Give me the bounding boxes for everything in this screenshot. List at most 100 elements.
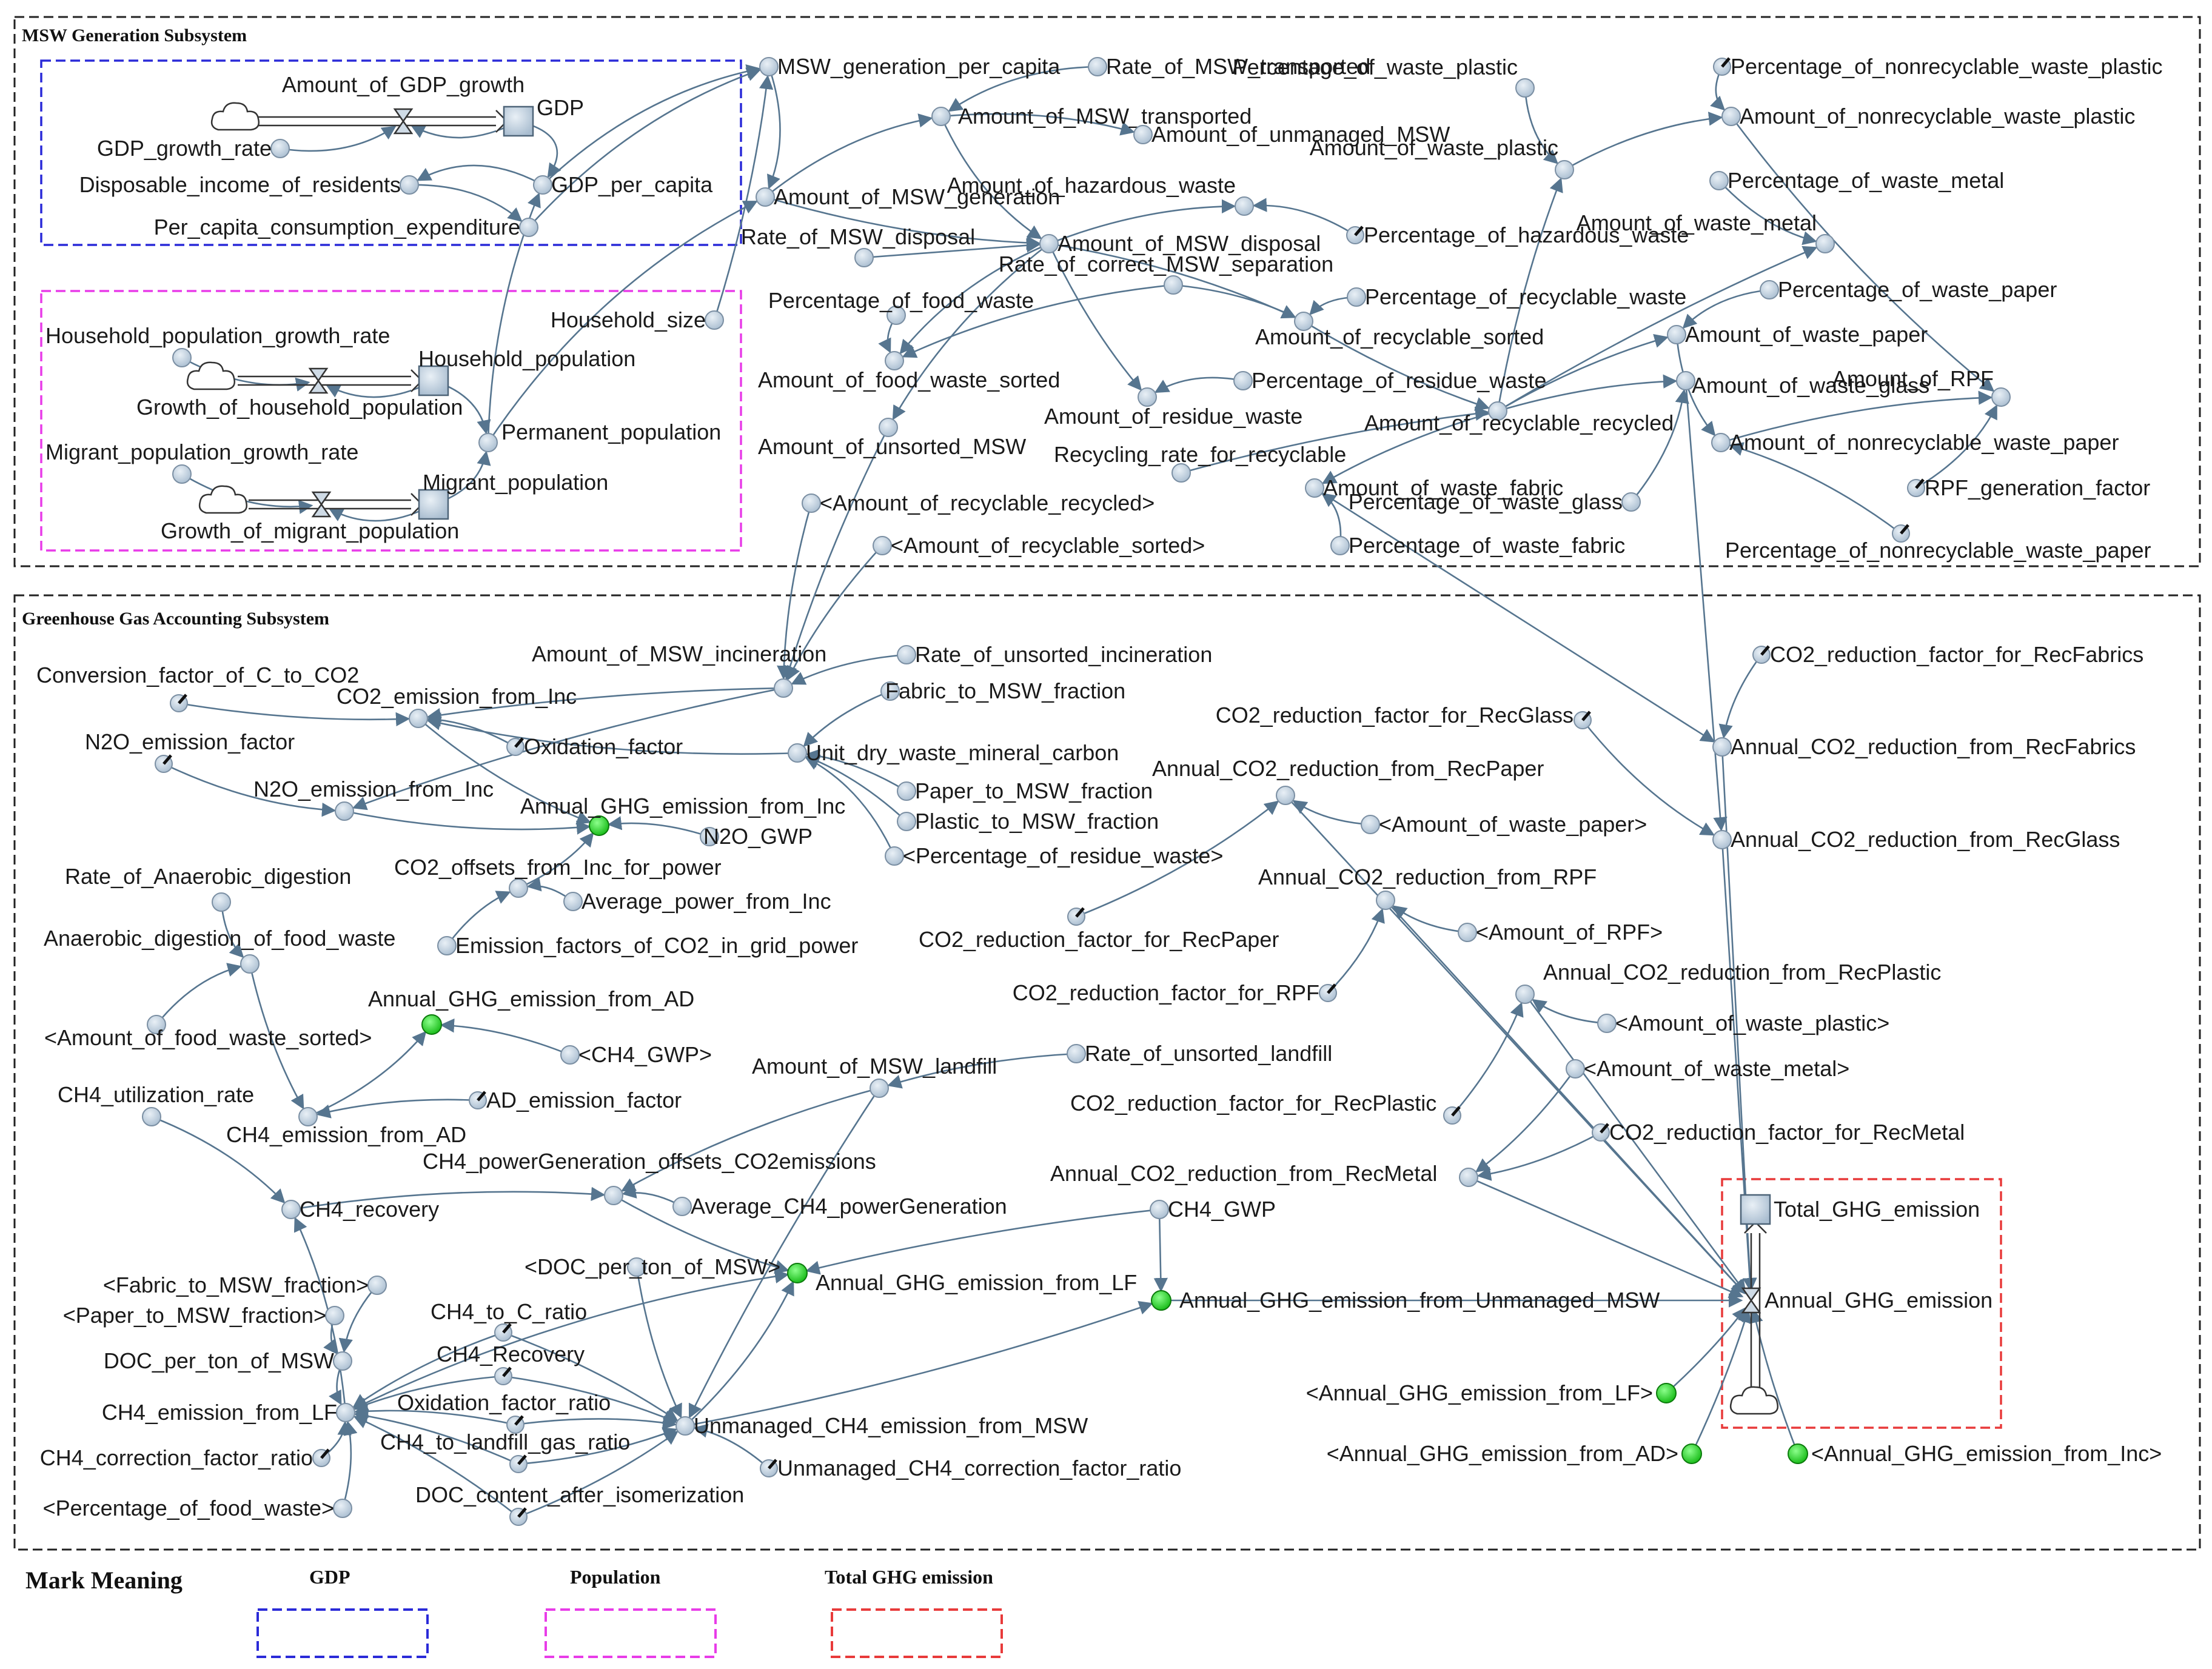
- node-annual-ghg-lf[interactable]: Annual_GHG_emission_from_LF: [787, 1263, 1137, 1295]
- node-msw-generation-per-capita[interactable]: MSW_generation_per_capita: [759, 54, 1061, 79]
- node-pct-waste-paper[interactable]: Percentage_of_waste_paper: [1760, 277, 2057, 302]
- node-unit-dry-waste[interactable]: Unit_dry_waste_mineral_carbon: [788, 740, 1119, 765]
- node-amount-msw-disposal[interactable]: Amount_of_MSW_disposal: [1039, 231, 1321, 256]
- node-ad-emission-factor[interactable]: AD_emission_factor: [469, 1088, 682, 1112]
- node-annual-red-recpaper[interactable]: Annual_CO2_reduction_from_RecPaper: [1152, 756, 1544, 805]
- node-n2o-emission-inc[interactable]: N2O_emission_from_Inc: [253, 777, 494, 821]
- node-amount-msw-landfill[interactable]: Amount_of_MSW_landfill: [752, 1054, 997, 1098]
- node-shadow-paper-fraction[interactable]: <Paper_to_MSW_fraction>: [63, 1303, 344, 1328]
- node-ch4-emission-ad[interactable]: CH4_emission_from_AD: [226, 1107, 466, 1147]
- node-pct-waste-glass[interactable]: Percentage_of_waste_glass: [1349, 489, 1641, 514]
- node-amount-unmanaged-msw[interactable]: Amount_of_unmanaged_MSW: [1133, 122, 1450, 147]
- node-amount-waste-paper[interactable]: Amount_of_waste_paper: [1667, 322, 1928, 347]
- node-pct-waste-fabric[interactable]: Percentage_of_waste_fabric: [1330, 533, 1625, 558]
- node-amount-unsorted[interactable]: Amount_of_unsorted_MSW: [758, 418, 1026, 459]
- node-conversion-factor[interactable]: Conversion_factor_of_C_to_CO2: [36, 663, 359, 712]
- node-n2o-gwp[interactable]: N2O_GWP: [700, 824, 813, 849]
- node-amount-waste-metal[interactable]: Amount_of_waste_metal: [1577, 210, 1835, 253]
- node-annual-red-recglass[interactable]: Annual_CO2_reduction_from_RecGlass: [1712, 827, 2120, 852]
- node-growth-household-pop[interactable]: Growth_of_household_population: [136, 367, 463, 420]
- node-amount-waste-plastic[interactable]: Amount_of_waste_plastic: [1310, 135, 1574, 179]
- node-annual-ghg-ad[interactable]: Annual_GHG_emission_from_AD: [368, 986, 694, 1035]
- node-unmanaged-ch4[interactable]: Unmanaged_CH4_emission_from_MSW: [675, 1413, 1088, 1438]
- node-recycling-rate[interactable]: Recycling_rate_for_recyclable: [1054, 442, 1346, 483]
- node-co2-red-recfabrics[interactable]: CO2_reduction_factor_for_RecFabrics: [1752, 642, 2143, 667]
- node-amount-rpf[interactable]: Amount_of_RPF: [1832, 366, 2011, 407]
- node-co2-red-recmetal[interactable]: CO2_reduction_factor_for_RecMetal: [1592, 1120, 1965, 1145]
- node-pct-hazardous[interactable]: Percentage_of_hazardous_waste: [1346, 222, 1689, 247]
- node-amount-gdp-growth[interactable]: Amount_of_GDP_growth: [282, 72, 525, 135]
- node-pct-residue[interactable]: Percentage_of_residue_waste: [1233, 368, 1546, 393]
- node-shadow-doc-per-ton[interactable]: <DOC_per_ton_of_MSW>: [525, 1254, 780, 1279]
- node-pct-waste-plastic[interactable]: Percentage_of_waste_plastic: [1233, 55, 1535, 98]
- node-rate-msw-transported[interactable]: Rate_of_MSW_transported: [1088, 54, 1370, 79]
- node-pct-recyclable[interactable]: Percentage_of_recyclable_waste: [1347, 284, 1686, 309]
- node-shadow-ghg-inc[interactable]: <Annual_GHG_emission_from_Inc>: [1788, 1441, 2162, 1466]
- node-shadow-waste-paper[interactable]: <Amount_of_waste_paper>: [1361, 812, 1647, 837]
- node-fabric-fraction[interactable]: Fabric_to_MSW_fraction: [880, 678, 1125, 703]
- node-household-population[interactable]: Household_population: [418, 346, 635, 396]
- node-amount-msw-transported[interactable]: Amount_of_MSW_transported: [931, 104, 1252, 129]
- node-annual-ghg-inc[interactable]: Annual_GHG_emission_from_Inc: [520, 794, 845, 836]
- node-rate-anaerobic[interactable]: Rate_of_Anaerobic_digestion: [65, 864, 351, 912]
- node-co2-red-rpf[interactable]: CO2_reduction_factor_for_RPF: [1013, 980, 1337, 1005]
- node-pct-nonrec-paper[interactable]: Percentage_of_nonrecyclable_waste_paper: [1725, 524, 2151, 563]
- node-shadow-pct-residue[interactable]: <Percentage_of_residue_waste>: [885, 843, 1223, 868]
- node-ad-food-waste[interactable]: Anaerobic_digestion_of_food_waste: [44, 926, 395, 974]
- node-amount-recyclable-sorted[interactable]: Amount_of_recyclable_sorted: [1255, 312, 1544, 349]
- node-annual-red-rpf[interactable]: Annual_CO2_reduction_from_RPF: [1258, 865, 1597, 910]
- node-rate-unsorted-incineration[interactable]: Rate_of_unsorted_incineration: [897, 642, 1212, 667]
- node-disposable-income[interactable]: Disposable_income_of_residents: [79, 172, 419, 197]
- node-ch4-recovery2[interactable]: CH4_Recovery: [437, 1342, 585, 1385]
- node-amount-waste-fabric[interactable]: Amount_of_waste_fabric: [1305, 475, 1563, 500]
- node-ch4-power-offsets[interactable]: CH4_powerGeneration_offsets_CO2emissions: [423, 1149, 876, 1205]
- node-amount-hazardous[interactable]: Amount_of_hazardous_waste: [947, 173, 1254, 216]
- node-ch4-to-c-ratio[interactable]: CH4_to_C_ratio: [431, 1299, 587, 1342]
- node-rate-unsorted-landfill[interactable]: Rate_of_unsorted_landfill: [1067, 1041, 1332, 1066]
- node-shadow-ghg-lf[interactable]: <Annual_GHG_emission_from_LF>: [1306, 1380, 1677, 1405]
- node-annual-ghg-unmanaged[interactable]: Annual_GHG_emission_from_Unmanaged_MSW: [1151, 1288, 1660, 1313]
- node-pct-waste-metal[interactable]: Percentage_of_waste_metal: [1709, 168, 2004, 193]
- node-shadow-food-sorted[interactable]: <Amount_of_food_waste_sorted>: [44, 1015, 372, 1050]
- node-ch4-emission-lf[interactable]: CH4_emission_from_LF: [102, 1400, 355, 1425]
- node-average-ch4-power[interactable]: Average_CH4_powerGeneration: [672, 1194, 1007, 1219]
- node-amount-msw-incineration[interactable]: Amount_of_MSW_incineration: [532, 641, 826, 698]
- node-amount-msw-generation[interactable]: Amount_of_MSW_generation: [756, 184, 1060, 209]
- node-shadow-ghg-ad[interactable]: <Annual_GHG_emission_from_AD>: [1327, 1441, 1702, 1466]
- node-shadow-fabric-fraction[interactable]: <Fabric_to_MSW_fraction>: [103, 1273, 387, 1297]
- node-paper-fraction[interactable]: Paper_to_MSW_fraction: [897, 778, 1153, 803]
- node-amount-recyclable-recycled[interactable]: Amount_of_recyclable_recycled: [1364, 401, 1674, 435]
- node-co2-red-recglass[interactable]: CO2_reduction_factor_for_RecGlass: [1216, 703, 1592, 729]
- node-oxidation-factor-ratio[interactable]: Oxidation_factor_ratio: [397, 1390, 611, 1434]
- node-pct-food-waste[interactable]: Percentage_of_food_waste: [768, 288, 1034, 325]
- node-rpf-factor[interactable]: RPF_generation_factor: [1907, 475, 2150, 500]
- node-oxidation-factor[interactable]: Oxidation_factor: [506, 734, 683, 759]
- node-rate-msw-disposal[interactable]: Rate_of_MSW_disposal: [741, 224, 975, 267]
- node-doc-per-ton[interactable]: DOC_per_ton_of_MSW: [104, 1348, 352, 1373]
- node-amount-residue[interactable]: Amount_of_residue_waste: [1044, 387, 1302, 429]
- node-shadow-recyclable-recycled[interactable]: <Amount_of_recyclable_recycled>: [802, 490, 1155, 515]
- node-unmanaged-ch4-correction[interactable]: Unmanaged_CH4_correction_factor_ratio: [760, 1456, 1181, 1480]
- node-ch4-recovery[interactable]: CH4_recovery: [281, 1197, 439, 1222]
- node-annual-red-recfabrics[interactable]: Annual_CO2_reduction_from_RecFabrics: [1712, 734, 2136, 759]
- node-amount-nonrec-paper[interactable]: Amount_of_nonrecyclable_waste_paper: [1711, 430, 2119, 455]
- node-migrant-population[interactable]: Migrant_population: [418, 470, 608, 520]
- node-amount-waste-glass[interactable]: Amount_of_waste_glass: [1676, 371, 1929, 398]
- node-household-pop-growth-rate[interactable]: Household_population_growth_rate: [45, 323, 390, 367]
- node-annual-red-recmetal[interactable]: Annual_CO2_reduction_from_RecMetal: [1050, 1161, 1478, 1187]
- node-doc-after-isomerization[interactable]: DOC_content_after_isomerization: [415, 1482, 744, 1526]
- node-amount-nonrec-plastic[interactable]: Amount_of_nonrecyclable_waste_plastic: [1721, 104, 2135, 129]
- node-shadow-waste-plastic[interactable]: <Amount_of_waste_plastic>: [1597, 1011, 1889, 1035]
- node-gdp-per-capita[interactable]: GDP_per_capita: [533, 172, 713, 197]
- node-total-ghg[interactable]: Total_GHG_emission: [1740, 1194, 1980, 1225]
- node-ch4-to-landfill-gas[interactable]: CH4_to_landfill_gas_ratio: [380, 1430, 630, 1473]
- node-n2o-factor[interactable]: N2O_emission_factor: [85, 729, 295, 773]
- node-ch4-correction[interactable]: CH4_correction_factor_ratio: [40, 1445, 330, 1470]
- node-annual-red-recplastic[interactable]: Annual_CO2_reduction_from_RecPlastic: [1515, 960, 1941, 1004]
- node-emission-factors-grid[interactable]: Emission_factors_of_CO2_in_grid_power: [437, 933, 858, 958]
- node-permanent-population[interactable]: Permanent_population: [478, 420, 721, 452]
- node-shadow-pct-food[interactable]: <Percentage_of_food_waste>: [43, 1496, 352, 1520]
- node-co2-emission-inc[interactable]: CO2_emission_from_Inc: [337, 684, 577, 728]
- node-ch4-utilization[interactable]: CH4_utilization_rate: [58, 1082, 254, 1126]
- node-rate-correct-separation[interactable]: Rate_of_correct_MSW_separation: [999, 252, 1333, 295]
